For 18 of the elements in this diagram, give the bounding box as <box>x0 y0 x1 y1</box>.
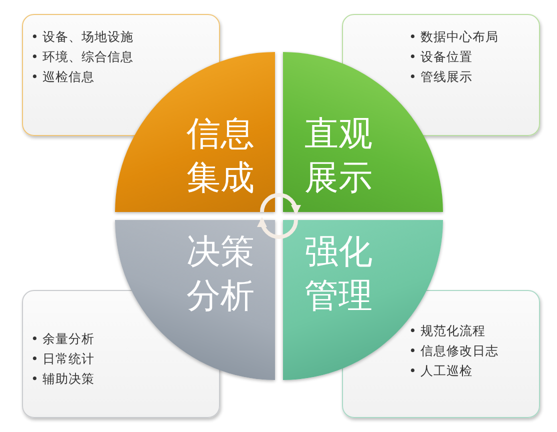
bullet-item: • 辅助决策 <box>31 370 94 388</box>
bullet-item: • 规范化流程 <box>409 322 486 340</box>
cycle-arrow <box>257 217 298 239</box>
bullet-item: • 人工巡检 <box>409 362 474 380</box>
bullet-item: • 管线展示 <box>409 68 474 86</box>
quadrant-title: 强化管理 <box>304 231 374 318</box>
bullet-item: • 巡检信息 <box>31 68 96 86</box>
quadrant-title: 信息集成 <box>186 113 256 200</box>
bullet-item: • 日常统计 <box>31 350 94 368</box>
bullet-item: • 数据中心布局 <box>409 28 498 46</box>
cycle-arrow <box>260 193 301 215</box>
bullet-item: • 环境、综合信息 <box>31 48 134 66</box>
bullet-item: • 设备、场地设施 <box>31 28 134 46</box>
quadrant-title: 直观展示 <box>304 113 374 200</box>
quadrant-title: 决策分析 <box>186 231 256 318</box>
bullet-item: • 余量分析 <box>31 330 94 348</box>
bullet-item: • 信息修改日志 <box>409 342 498 360</box>
bullet-item: • 设备位置 <box>409 48 474 66</box>
